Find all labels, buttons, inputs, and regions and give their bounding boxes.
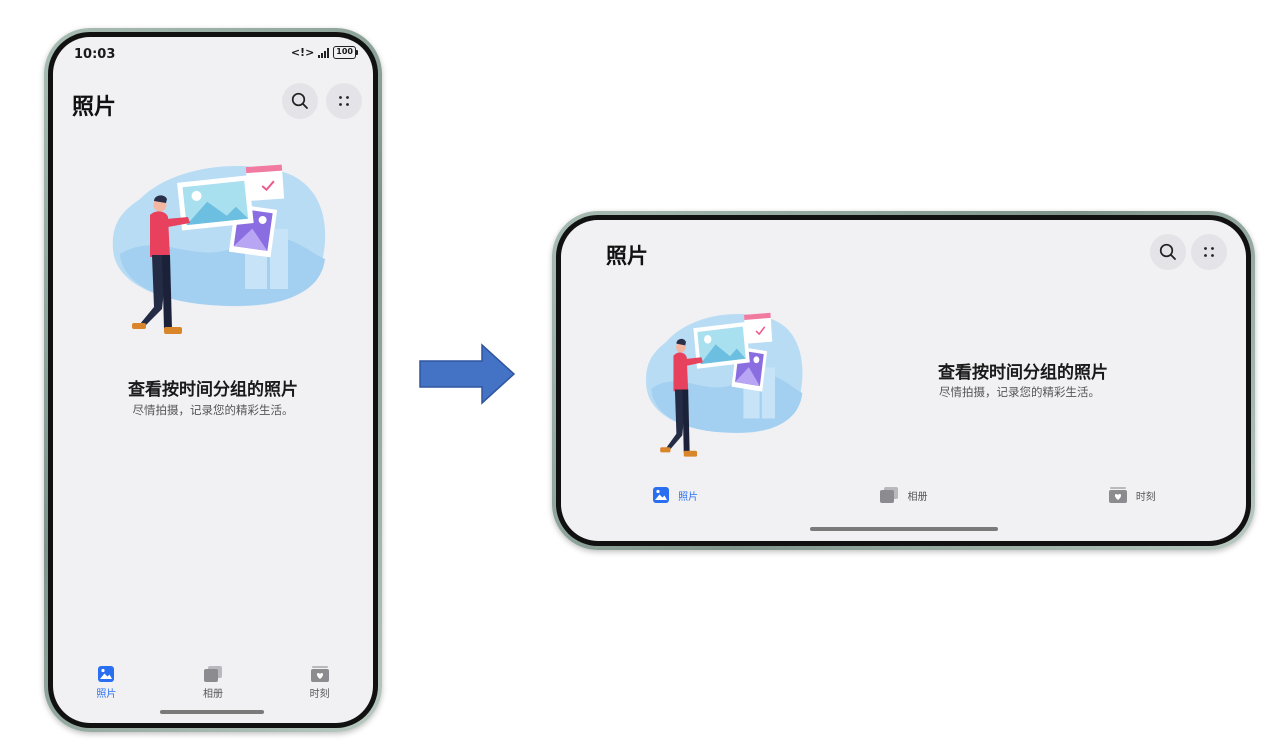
photos-icon — [98, 665, 115, 682]
battery-icon: 100 — [333, 46, 358, 59]
landscape-phone-frame: 照片 — [552, 211, 1255, 550]
more-icon — [339, 96, 349, 106]
bottom-tab-bar: 照片 相册 时刻 — [561, 482, 1246, 508]
empty-state-subtitle: 尽情拍摄，记录您的精彩生活。 — [132, 403, 294, 417]
tab-photos-label: 照片 — [678, 491, 699, 503]
search-icon — [291, 92, 308, 109]
battery-level: 100 — [333, 46, 356, 59]
tab-photos[interactable]: 照片 — [53, 662, 160, 702]
tab-moments-label: 时刻 — [1135, 491, 1156, 503]
tab-albums[interactable]: 相册 — [789, 482, 1017, 508]
tab-photos-label: 照片 — [96, 688, 117, 700]
empty-state-illustration — [112, 164, 326, 334]
status-icons: <!> 100 — [291, 46, 358, 59]
empty-state-subtitle: 尽情拍摄，记录您的精彩生活。 — [939, 385, 1100, 399]
portrait-phone-bezel: 10:03 <!> 100 照片 — [48, 32, 378, 728]
tab-photos[interactable]: 照片 — [561, 482, 789, 508]
search-button[interactable] — [282, 83, 318, 119]
portrait-screen: 10:03 <!> 100 照片 — [53, 37, 373, 723]
more-button[interactable] — [326, 83, 362, 119]
albums-icon — [204, 665, 222, 682]
albums-icon — [880, 487, 899, 503]
tab-albums-label: 相册 — [907, 491, 928, 503]
empty-state-title: 查看按时间分组的照片 — [938, 363, 1108, 383]
tab-albums-label: 相册 — [203, 688, 223, 700]
bottom-tab-bar: 照片 相册 时刻 — [53, 662, 373, 702]
moments-icon — [1108, 487, 1127, 503]
vpn-icon: <!> — [290, 46, 315, 59]
photos-icon — [653, 487, 670, 503]
page-title: 照片 — [606, 244, 648, 268]
tab-albums[interactable]: 相册 — [160, 662, 267, 702]
tab-moments-label: 时刻 — [309, 688, 330, 700]
empty-state-illustration — [646, 312, 803, 457]
home-indicator[interactable] — [810, 527, 998, 531]
more-button[interactable] — [1191, 234, 1227, 270]
home-indicator[interactable] — [160, 710, 264, 714]
right-arrow-icon — [419, 343, 516, 405]
status-time: 10:03 — [74, 47, 116, 62]
tab-moments[interactable]: 时刻 — [266, 662, 373, 702]
search-button[interactable] — [1150, 234, 1186, 270]
tab-moments[interactable]: 时刻 — [1018, 482, 1246, 508]
more-icon — [1204, 247, 1214, 257]
empty-state-title: 查看按时间分组的照片 — [128, 380, 298, 400]
landscape-phone-bezel: 照片 — [556, 215, 1251, 546]
moments-icon — [310, 665, 329, 682]
portrait-phone-frame: 10:03 <!> 100 照片 — [44, 28, 382, 732]
status-bar: 10:03 <!> 100 — [53, 37, 373, 71]
signal-icon — [318, 47, 330, 58]
search-icon — [1159, 243, 1176, 260]
landscape-screen: 照片 — [561, 220, 1246, 541]
page-title: 照片 — [72, 95, 117, 120]
